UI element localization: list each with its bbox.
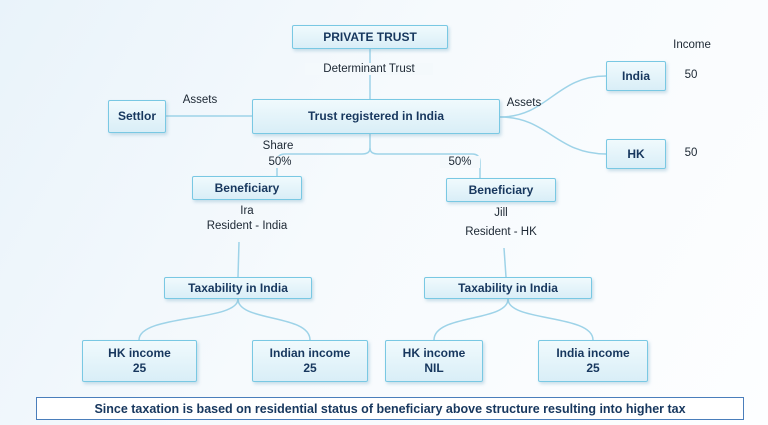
income-box-label: HK income: [402, 346, 466, 360]
income-header-label: Income: [673, 39, 711, 51]
taxability-left-box: Taxability in India: [164, 277, 312, 299]
india-income-value: 50: [684, 69, 698, 81]
settlor-box: Settlor: [108, 100, 166, 133]
indian-income-25-box: Indian income 25: [252, 340, 368, 382]
taxability-right-box: Taxability in India: [424, 277, 592, 299]
share-label: Share: [262, 140, 294, 152]
beneficiary-right-name: Jill: [494, 207, 508, 219]
income-box-value: 25: [586, 361, 600, 375]
determinant-trust-label: Determinant Trust: [305, 63, 433, 75]
beneficiary-left-name: Ira: [240, 205, 254, 217]
assets-left-label: Assets: [182, 94, 218, 106]
india-income-box: India: [606, 61, 666, 91]
income-box-label: Indian income: [269, 346, 351, 360]
trust-registered-box: Trust registered in India: [252, 99, 500, 134]
income-box-label: India income: [556, 346, 630, 360]
hk-income-25-box: HK income 25: [82, 340, 197, 382]
hk-income-nil-box: HK income NIL: [385, 340, 483, 382]
footer-note: Since taxation is based on residential s…: [36, 397, 744, 420]
income-box-value: NIL: [424, 361, 444, 375]
beneficiary-left-box: Beneficiary: [192, 176, 302, 200]
beneficiary-right-residence: Resident - HK: [465, 226, 537, 238]
beneficiary-right-box: Beneficiary: [446, 178, 556, 202]
share-right-percent: 50%: [440, 156, 480, 168]
private-trust-box: PRIVATE TRUST: [292, 25, 448, 49]
india-income-25-box: India income 25: [538, 340, 648, 382]
share-left-percent: 50%: [260, 156, 300, 168]
income-box-value: 25: [303, 361, 317, 375]
hk-income-box: HK: [606, 139, 666, 169]
assets-right-label: Assets: [506, 97, 542, 109]
income-box-label: HK income: [108, 346, 171, 360]
hk-income-value: 50: [684, 147, 698, 159]
beneficiary-left-residence: Resident - India: [206, 220, 288, 232]
income-box-value: 25: [132, 361, 147, 375]
